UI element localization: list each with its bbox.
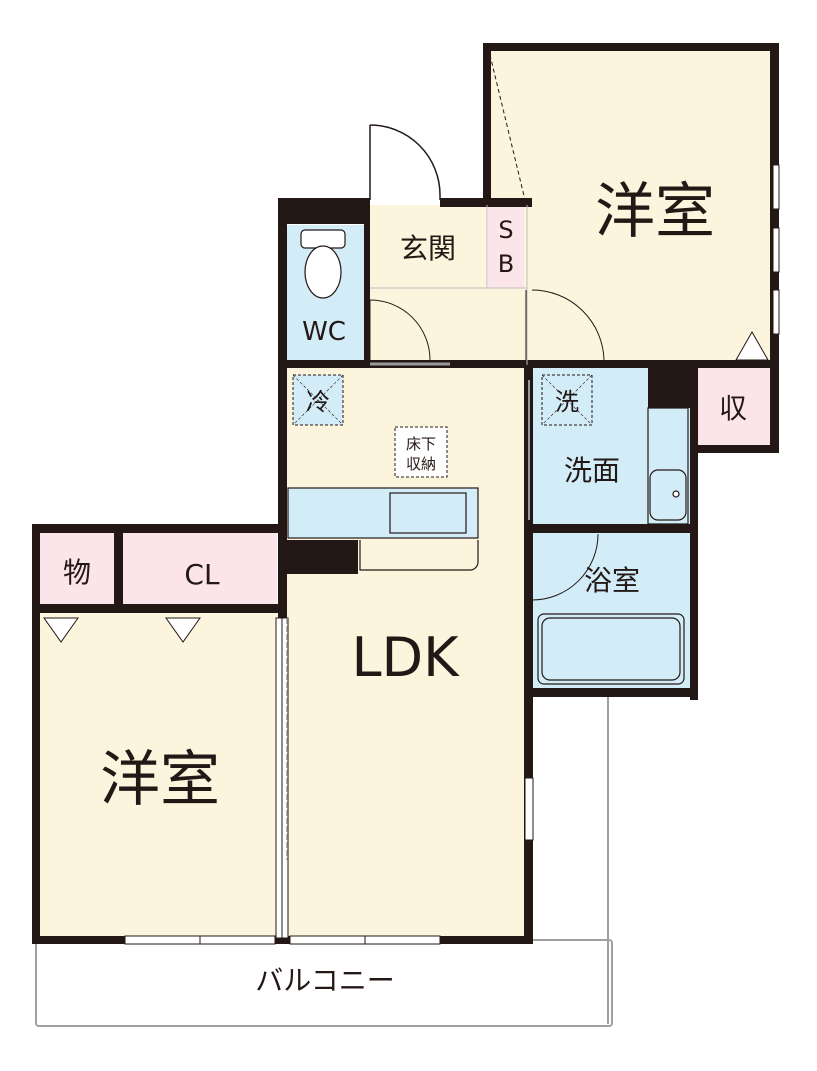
storage-mono-floor [40, 533, 114, 606]
label-bathroom: 浴室 [584, 564, 640, 597]
closet-floor [122, 533, 277, 606]
kitchen-counter [287, 487, 479, 571]
label-underfloor-top: 床下 [406, 435, 436, 453]
label-closet: CL [184, 558, 220, 591]
label-storage-mono: 物 [63, 556, 91, 589]
label-shoebox-b: B [498, 250, 514, 278]
bathtub-icon [537, 613, 685, 685]
label-bedroom-lower: 洋室 [100, 745, 220, 815]
closet-door-markers [43, 330, 769, 643]
room-labels: 洋室 洋室 LDK 玄関 S B WC 洗面 浴室 収 物 CL バルコニー 冷… [63, 177, 747, 997]
walls [32, 43, 779, 944]
label-wc: WC [302, 317, 346, 347]
entrance-floor [370, 205, 487, 288]
partitions [370, 205, 528, 365]
label-entrance: 玄関 [400, 232, 456, 265]
label-washroom: 洗面 [564, 454, 620, 487]
window-dividers [199, 618, 366, 944]
toilet-icon [300, 229, 346, 299]
interior-doors [286, 54, 605, 860]
label-balcony: バルコニー [255, 964, 394, 997]
wash-basin-icon [647, 407, 689, 525]
label-underfloor-bottom: 収納 [406, 455, 436, 473]
entrance-door [369, 124, 441, 200]
label-storage-small: 収 [719, 392, 747, 425]
underfloor-storage-box [394, 426, 448, 478]
bedroom-lower-floor [40, 612, 280, 940]
storage-small-floor [696, 367, 770, 445]
shoebox-floor [488, 205, 524, 288]
bedroom-upper-floor [490, 50, 770, 360]
label-washer: 洗 [555, 388, 579, 416]
label-fridge: 冷 [306, 388, 330, 416]
label-shoebox-s: S [498, 216, 513, 244]
label-bedroom-upper: 洋室 [595, 177, 715, 247]
hall-floor [367, 288, 527, 364]
label-ldk: LDK [351, 626, 460, 689]
